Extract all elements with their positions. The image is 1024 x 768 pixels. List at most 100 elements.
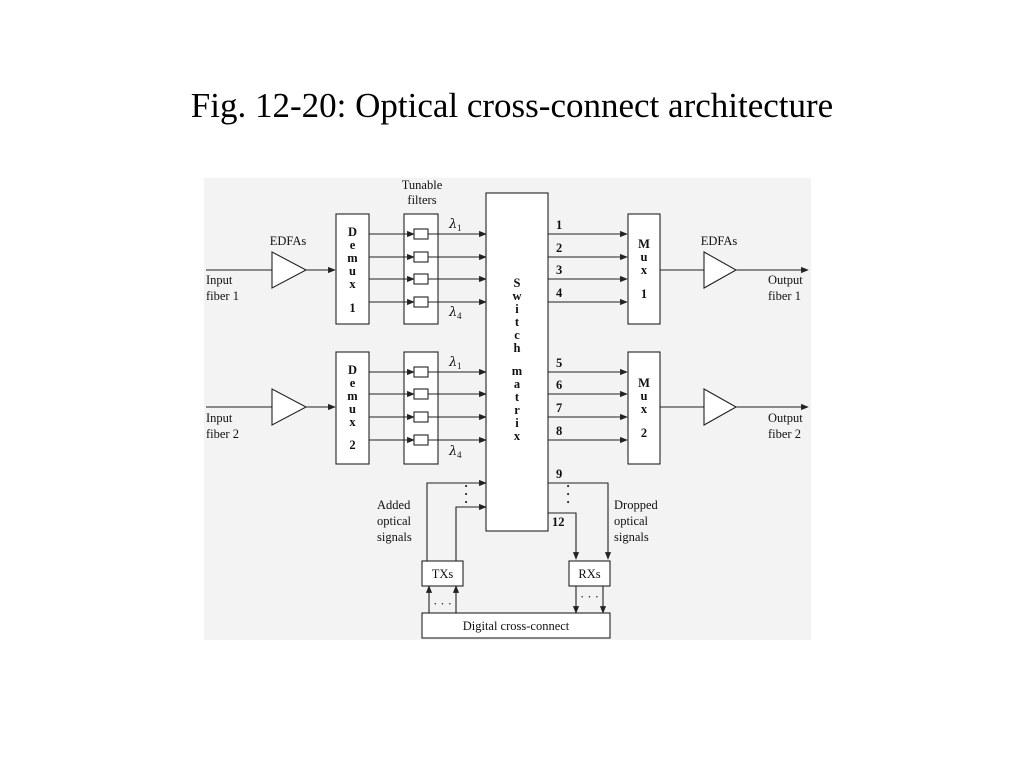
switch-letter: t bbox=[515, 315, 520, 329]
demux-2-letters: D e m u x 2 bbox=[347, 363, 358, 452]
slide-title: Fig. 12-20: Optical cross-connect archit… bbox=[190, 86, 834, 125]
switch-letter: t bbox=[515, 390, 520, 404]
output-fiber-1-label-2: fiber 1 bbox=[768, 289, 801, 303]
demux-2-letter: D bbox=[348, 363, 357, 377]
port-label: 3 bbox=[556, 263, 562, 277]
ocx-diagram-svg: Tunable filters EDFAs EDFAs Input fiber … bbox=[206, 178, 809, 639]
add-ports-ellipsis: · bbox=[464, 495, 468, 509]
switch-letter: i bbox=[515, 416, 519, 430]
drop-ports-ellipsis: · bbox=[566, 495, 570, 509]
edfa-amplifier-in-1 bbox=[271, 251, 308, 289]
lambda-symbol: λ bbox=[448, 217, 457, 232]
mux-1-letters: M u x 1 bbox=[638, 237, 650, 301]
filter-rows-bank-1 bbox=[369, 228, 487, 308]
rxs-label: RXs bbox=[578, 567, 600, 581]
mux-2-letter: u bbox=[641, 389, 648, 403]
lambda-symbol: λ bbox=[448, 305, 457, 320]
lambda-subscript: 4 bbox=[457, 450, 462, 460]
mux-2-letter: x bbox=[641, 402, 648, 416]
added-signals-label: signals bbox=[377, 530, 412, 544]
mux-2-letter: M bbox=[638, 376, 650, 390]
filter-element bbox=[413, 411, 429, 423]
filter-rows-bank-2 bbox=[369, 366, 487, 446]
edfa-amplifier-out-2 bbox=[703, 388, 738, 426]
lambda-subscript: 4 bbox=[457, 311, 462, 321]
dxc-rx-links: · · · bbox=[572, 586, 607, 614]
lambda-symbol: λ bbox=[448, 444, 457, 459]
demux-2-letter: 2 bbox=[349, 438, 355, 452]
tunable-filters-label-1: Tunable bbox=[402, 178, 443, 192]
input-fiber-2-label-2: fiber 2 bbox=[206, 427, 239, 441]
mux-1-box bbox=[627, 213, 661, 325]
output-fiber-2-label-2: fiber 2 bbox=[768, 427, 801, 441]
switch-letter: w bbox=[512, 289, 521, 303]
demux-1-letter: e bbox=[350, 238, 356, 252]
lambda-subscript: 1 bbox=[457, 223, 462, 233]
mux-1-letter: 1 bbox=[641, 287, 647, 301]
tunable-filters-label-2: filters bbox=[407, 193, 436, 207]
filter-element bbox=[413, 296, 429, 308]
lambda-1-label-top: λ 1 bbox=[448, 217, 462, 233]
dropped-signals-label: signals bbox=[614, 530, 649, 544]
drop-ports-ellipsis: · bbox=[566, 479, 570, 493]
edfa-amplifier-out-1 bbox=[703, 251, 738, 289]
digital-cross-connect-label: Digital cross-connect bbox=[463, 619, 570, 633]
filter-element bbox=[413, 228, 429, 240]
rxs-box bbox=[568, 560, 611, 587]
output-fiber-2-label-1: Output bbox=[768, 411, 803, 425]
lambda-4-label-bottom: λ 4 bbox=[448, 444, 462, 460]
port-label: 12 bbox=[552, 515, 565, 529]
drop-paths: 9 12 · · · bbox=[548, 467, 612, 560]
switch-matrix-box bbox=[485, 192, 549, 532]
digital-cross-connect-box bbox=[421, 612, 611, 639]
mux-1-letter: M bbox=[638, 237, 650, 251]
switch-letter: r bbox=[514, 403, 520, 417]
txs-label: TXs bbox=[432, 567, 454, 581]
port-label: 7 bbox=[556, 401, 562, 415]
port-label: 6 bbox=[556, 378, 562, 392]
mux-1-letter: u bbox=[641, 250, 648, 264]
mux-1-letter: x bbox=[641, 263, 648, 277]
switch-matrix-letters: S w i t c h m a t r i x bbox=[512, 276, 523, 443]
filter-element bbox=[413, 366, 429, 378]
filter-element bbox=[413, 251, 429, 263]
lambda-subscript: 1 bbox=[457, 361, 462, 371]
demux-2-letter: x bbox=[349, 415, 356, 429]
output-ports-lower: 5 6 7 8 bbox=[548, 356, 628, 444]
filter-element bbox=[413, 273, 429, 285]
port-label: 1 bbox=[556, 218, 562, 232]
edfa-amplifier-in-2 bbox=[271, 388, 308, 426]
filter-element bbox=[413, 434, 429, 446]
add-paths: · · · bbox=[426, 479, 487, 569]
output-fiber-1-label-1: Output bbox=[768, 273, 803, 287]
switch-letter: h bbox=[514, 341, 521, 355]
rx-links-ellipsis: · · · bbox=[580, 590, 599, 604]
port-label: 4 bbox=[556, 286, 563, 300]
dropped-signals-label: Dropped bbox=[614, 498, 658, 512]
demux-1-letter: 1 bbox=[349, 301, 355, 315]
demux-2-box bbox=[335, 351, 370, 465]
switch-letter: i bbox=[515, 302, 519, 316]
added-signals-label: Added bbox=[377, 498, 411, 512]
demux-2-letter: u bbox=[349, 402, 356, 416]
port-label: 9 bbox=[556, 467, 562, 481]
demux-2-letter: e bbox=[350, 376, 356, 390]
filter-element bbox=[413, 388, 429, 400]
ocx-diagram: Tunable filters EDFAs EDFAs Input fiber … bbox=[204, 178, 811, 640]
mux-2-letters: M u x 2 bbox=[638, 376, 650, 440]
demux-2-letter: m bbox=[347, 389, 358, 403]
input-fiber-2-label-1: Input bbox=[206, 411, 233, 425]
demux-1-letter: D bbox=[348, 225, 357, 239]
demux-1-box bbox=[335, 213, 370, 325]
demux-1-letters: D e m u x 1 bbox=[347, 225, 358, 315]
switch-letter: c bbox=[514, 328, 520, 342]
mux-2-letter: 2 bbox=[641, 426, 647, 440]
lambda-1-label-bottom: λ 1 bbox=[448, 355, 462, 371]
input-fiber-1-label-2: fiber 1 bbox=[206, 289, 239, 303]
edfas-right-label: EDFAs bbox=[701, 234, 738, 248]
txs-box bbox=[421, 560, 464, 587]
lambda-4-label-top: λ 4 bbox=[448, 305, 462, 321]
output-ports-upper: 1 2 3 4 bbox=[548, 218, 628, 306]
switch-letter: S bbox=[514, 276, 521, 290]
switch-letter: x bbox=[514, 429, 521, 443]
